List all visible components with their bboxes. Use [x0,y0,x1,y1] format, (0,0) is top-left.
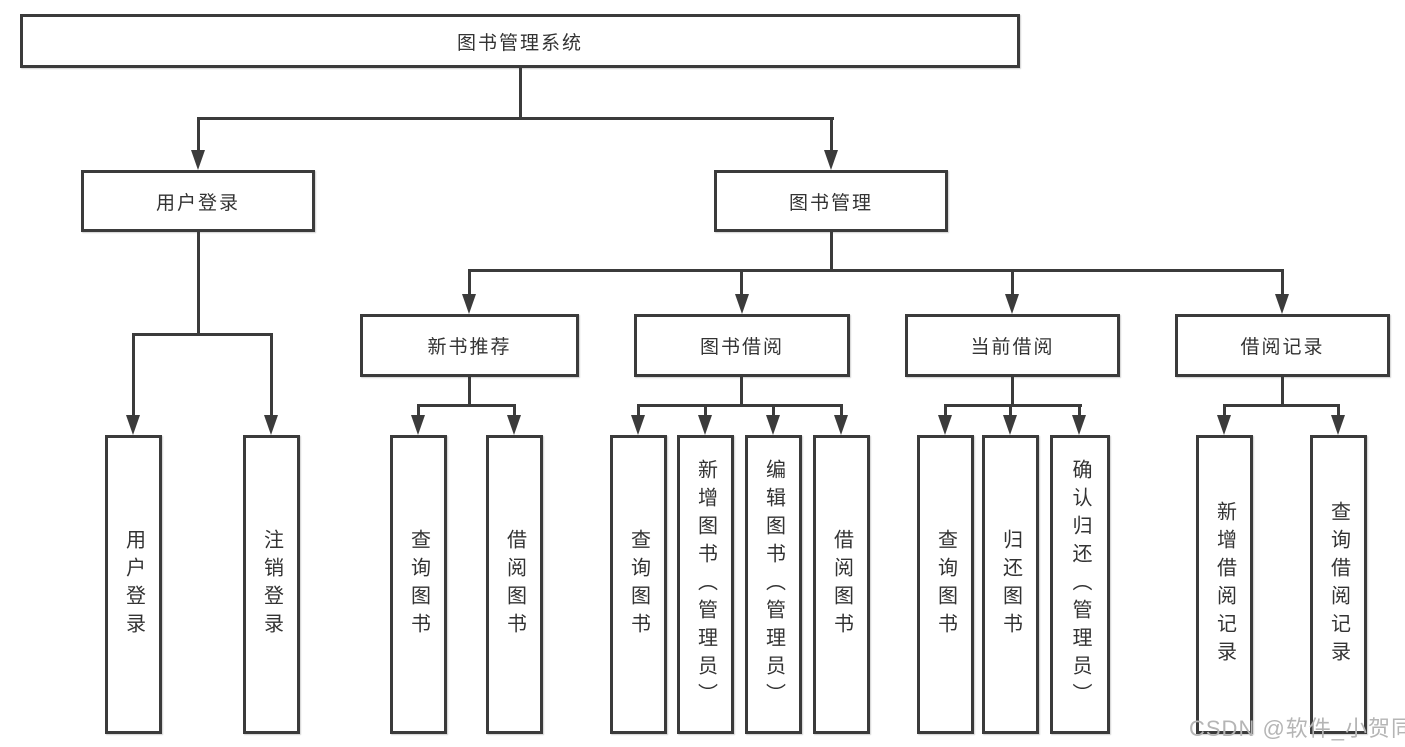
connector-line [772,404,775,418]
connector-line [132,333,273,336]
node-label: 借阅图书 [503,528,526,641]
connector-line [513,404,516,418]
node-label: 新增图书（管理员） [694,458,717,711]
leaf-query-borrow-record: 查询借阅记录 [1310,435,1367,734]
leaf-confirm-return-admin: 确认归还（管理员） [1050,435,1110,734]
leaf-user-login: 用户登录 [105,435,162,734]
connector-line [740,269,743,296]
connector-line [1009,404,1012,418]
connector-line [637,404,843,407]
node-label: 借阅图书 [830,528,853,641]
node-label: 新书推荐 [427,337,512,358]
connector-line [417,404,420,418]
leaf-logout: 注销登录 [243,435,300,734]
arrowhead-down-icon [462,294,476,314]
connector-line [1223,404,1226,418]
connector-line [519,66,522,119]
arrowhead-down-icon [1331,415,1345,435]
connector-line [132,333,135,417]
arrowhead-down-icon [191,150,205,170]
leaf-query-books-current: 查询图书 [917,435,974,734]
leaf-add-borrow-record: 新增借阅记录 [1196,435,1253,734]
arrowhead-down-icon [1275,294,1289,314]
arrowhead-down-icon [698,415,712,435]
connector-line [1078,404,1081,418]
connector-line [637,404,640,418]
leaf-return-book: 归还图书 [982,435,1039,734]
leaf-borrow-books: 借阅图书 [813,435,870,734]
node-label: 当前借阅 [970,337,1055,358]
node-label: 查询图书 [627,528,650,641]
node-borrowing-records: 借阅记录 [1175,314,1390,377]
connector-line [468,269,1284,272]
arrowhead-down-icon [507,415,521,435]
node-label: 借阅记录 [1240,337,1325,358]
node-label: 用户登录 [155,192,240,214]
connector-line [1011,376,1014,407]
node-label: 图书管理系统 [456,32,583,54]
csdn-watermark: CSDN @软件_小贺同学 [1189,716,1405,741]
node-user-login: 用户登录 [81,170,315,232]
node-label: 图书借阅 [699,337,784,358]
arrowhead-down-icon [938,415,952,435]
connector-line [197,117,834,120]
connector-line [840,404,843,418]
node-label: 图书管理 [788,192,873,214]
arrowhead-down-icon [1005,294,1019,314]
node-label: 新增借阅记录 [1213,500,1236,669]
arrowhead-down-icon [1217,415,1231,435]
node-label: 注销登录 [260,528,283,641]
node-label: 确认归还（管理员） [1069,458,1091,711]
node-label: 编辑图书（管理员） [762,458,785,711]
connector-line [197,117,200,153]
leaf-borrow-books-recommend: 借阅图书 [486,435,543,734]
connector-line [1223,404,1340,407]
node-new-book-recommend: 新书推荐 [360,314,579,377]
leaf-query-books-recommend: 查询图书 [390,435,447,734]
node-book-management: 图书管理 [714,170,948,232]
arrowhead-down-icon [735,294,749,314]
connector-line [1281,269,1284,296]
node-label: 查询借阅记录 [1327,500,1350,669]
connector-line [944,404,1082,407]
arrowhead-down-icon [631,415,645,435]
arrowhead-down-icon [264,415,278,435]
arrowhead-down-icon [126,415,140,435]
connector-line [830,117,833,153]
node-current-borrowing: 当前借阅 [905,314,1120,377]
node-label: 用户登录 [122,528,145,641]
connector-line [944,404,947,418]
arrowhead-down-icon [834,415,848,435]
node-label: 查询图书 [934,528,957,641]
connector-line [468,269,471,296]
connector-line [417,404,516,407]
connector-line [704,404,707,418]
connector-line [197,231,200,335]
arrowhead-down-icon [411,415,425,435]
leaf-edit-book-admin: 编辑图书（管理员） [745,435,802,734]
arrowhead-down-icon [1003,415,1017,435]
node-book-borrowing: 图书借阅 [634,314,850,377]
node-label: 查询图书 [407,528,430,641]
arrowhead-down-icon [1072,415,1086,435]
connector-line [1337,404,1340,418]
connector-line [1011,269,1014,296]
connector-line [1281,376,1284,407]
leaf-query-books-borrowing: 查询图书 [610,435,667,734]
connector-line [468,376,471,407]
node-label: 归还图书 [999,528,1022,641]
connector-line [270,333,273,417]
arrowhead-down-icon [824,150,838,170]
connector-line [830,231,833,272]
node-library-management-system: 图书管理系统 [20,14,1020,68]
connector-line [740,376,743,407]
arrowhead-down-icon [766,415,780,435]
leaf-add-book-admin: 新增图书（管理员） [677,435,734,734]
